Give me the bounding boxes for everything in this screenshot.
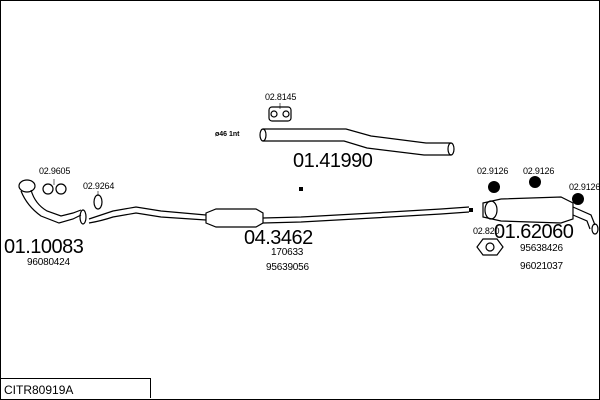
label-front-pipe-oem: 96080424 xyxy=(27,257,70,268)
label-gasket-front: 02.9264 xyxy=(83,181,115,191)
leader-lines xyxy=(53,103,281,196)
label-middle-pipe-oem1: 170633 xyxy=(271,247,304,258)
label-rear-silencer: 01.62060 xyxy=(494,221,574,243)
front-clamp-shape xyxy=(42,183,67,195)
diagram-code: CITR80919A xyxy=(4,383,74,397)
top-hanger-shape xyxy=(268,106,292,122)
label-hanger-rear-3: 02.9126 xyxy=(569,182,600,192)
label-hanger-rear-1: 02.9126 xyxy=(477,166,509,176)
tail-pipe-shape xyxy=(259,128,455,156)
label-tail-pipe-note: ø46 1nt xyxy=(215,131,240,138)
label-rear-silencer-oem1: 95638426 xyxy=(520,243,563,254)
rear-hanger-1-shape xyxy=(488,181,500,193)
rear-bracket-shape xyxy=(476,238,504,256)
rear-hanger-3-shape xyxy=(572,193,584,205)
diagram-code-box: CITR80919A xyxy=(1,378,151,398)
rear-hanger-2-shape xyxy=(529,176,541,188)
front-gasket-shape xyxy=(93,194,103,210)
label-tail-pipe: 01.41990 xyxy=(293,150,373,172)
marker-dot-rear xyxy=(469,208,473,212)
label-middle-pipe-oem2: 95639056 xyxy=(266,262,309,273)
middle-pipe-shape xyxy=(88,206,470,228)
label-front-pipe: 01.10083 xyxy=(4,236,84,258)
label-hanger-rear-2: 02.9126 xyxy=(523,166,555,176)
label-hanger-top: 02.8145 xyxy=(265,92,297,102)
label-rear-silencer-oem2: 96021037 xyxy=(520,261,563,272)
label-clamp-front: 02.9605 xyxy=(39,166,71,176)
front-pipe-shape xyxy=(18,179,87,225)
label-middle-pipe: 04.3462 xyxy=(244,227,313,249)
rear-silencer-shape xyxy=(482,196,599,235)
marker-dot xyxy=(299,187,303,191)
label-bracket-rear: 02.820 xyxy=(473,226,500,236)
